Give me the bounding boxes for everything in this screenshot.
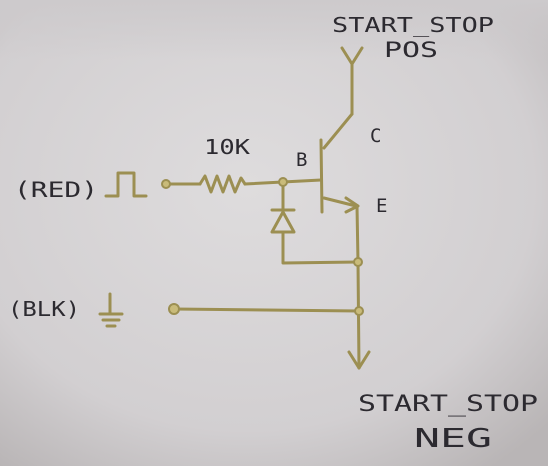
input-blk-label: (BLK) <box>8 297 80 321</box>
pos-net-label-line1: START_STOP <box>332 13 494 37</box>
emitter-junction-node <box>353 257 363 267</box>
ground-input-node <box>168 303 180 315</box>
base-junction-node <box>278 177 288 187</box>
diode-branch-bottom <box>281 230 360 265</box>
neg-net-label-line1: START_STOP <box>358 392 538 417</box>
npn-transistor-icon <box>319 138 324 214</box>
collector-label: C <box>370 125 381 147</box>
input-red-label: (RED) <box>14 178 98 202</box>
ground-symbol-icon <box>98 292 124 328</box>
neg-net-label-line2: NEG <box>414 424 492 454</box>
input-red-node <box>161 179 171 189</box>
collector-wire <box>322 112 354 150</box>
square-pulse-icon <box>104 171 148 198</box>
emitter-label: E <box>376 195 387 217</box>
ground-wire <box>172 307 361 313</box>
ground-junction-node <box>354 306 364 316</box>
pos-supply-arrow <box>340 46 364 116</box>
resistor-icon <box>198 174 247 194</box>
base-label: B <box>296 149 307 171</box>
resistor-value-label: 10K <box>204 135 250 159</box>
emitter-lead <box>322 196 360 264</box>
pos-net-label-line2: POS <box>384 38 438 62</box>
